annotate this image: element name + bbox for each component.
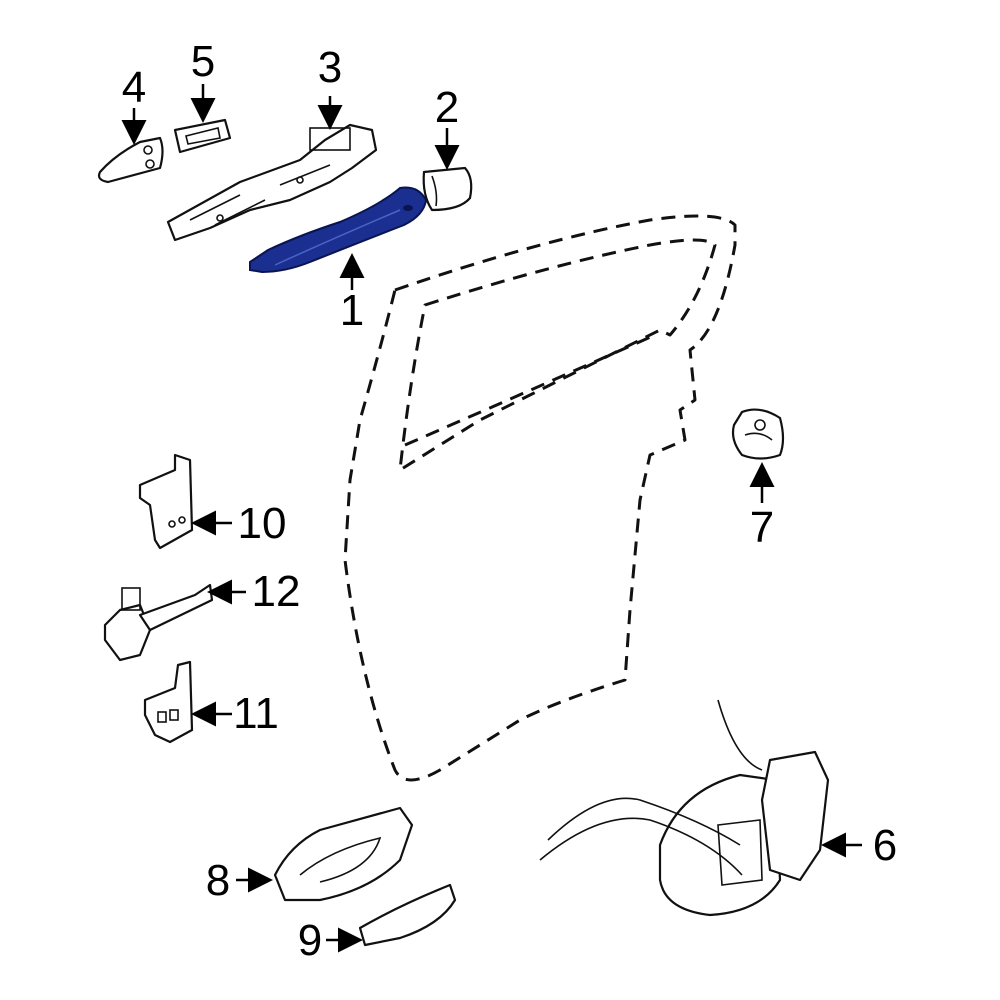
part-8-inside-handle[interactable] bbox=[273, 806, 414, 902]
part-6-lock-actuator[interactable] bbox=[539, 699, 830, 917]
callout-3: 3 bbox=[318, 43, 342, 92]
callout-8: 8 bbox=[206, 856, 230, 905]
callout-2: 2 bbox=[435, 83, 459, 132]
part-10-hinge[interactable] bbox=[138, 453, 194, 550]
callout-7: 7 bbox=[750, 503, 774, 552]
leader-arrows bbox=[121, 84, 862, 953]
callout-12: 12 bbox=[252, 567, 301, 616]
callout-10: 10 bbox=[238, 499, 287, 548]
callout-9: 9 bbox=[298, 916, 322, 965]
part-12-check-link[interactable] bbox=[103, 583, 214, 662]
part-7-striker[interactable] bbox=[731, 408, 785, 460]
callout-labels: 1 2 3 4 5 6 7 8 9 10 12 11 bbox=[122, 37, 897, 965]
part-4-gasket[interactable] bbox=[97, 136, 164, 184]
callout-4: 4 bbox=[122, 63, 146, 112]
part-3-handle-frame[interactable] bbox=[166, 123, 378, 242]
callout-11: 11 bbox=[233, 689, 279, 738]
part-2-end-cap[interactable] bbox=[422, 166, 473, 212]
callout-6: 6 bbox=[873, 821, 897, 870]
door-outline bbox=[343, 214, 737, 782]
part-5-pad[interactable] bbox=[173, 118, 232, 154]
callout-1: 1 bbox=[340, 286, 364, 335]
callout-5: 5 bbox=[191, 37, 215, 86]
part-11-hinge[interactable] bbox=[143, 660, 194, 744]
part-9-bezel[interactable] bbox=[358, 883, 457, 947]
